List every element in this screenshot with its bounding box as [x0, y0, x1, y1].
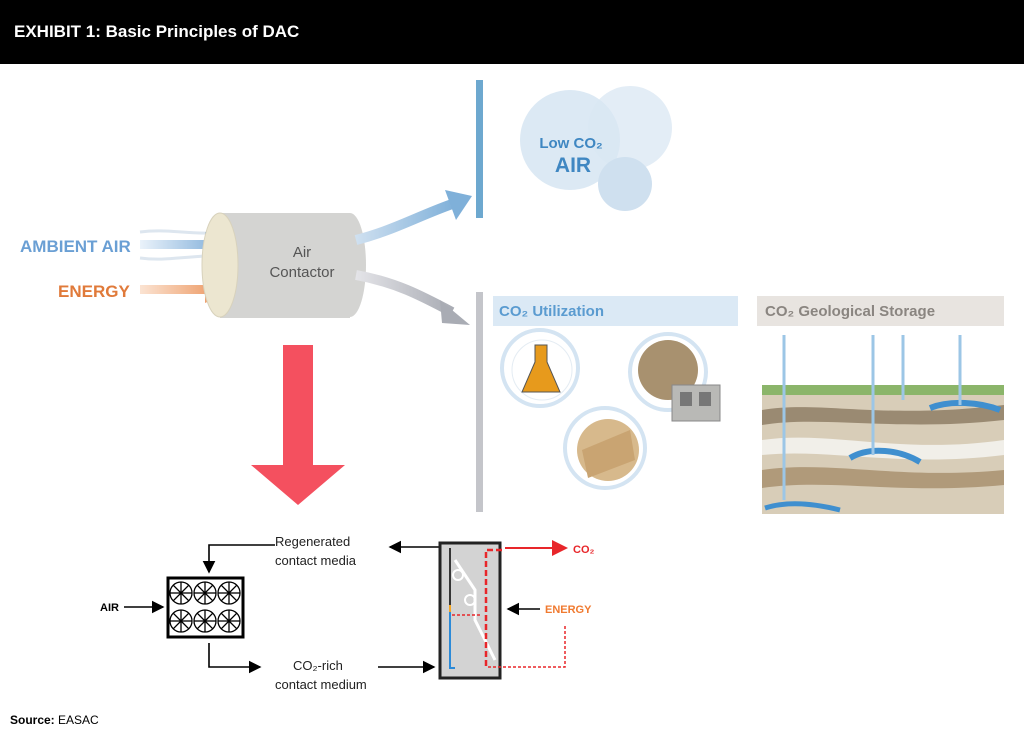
title-bar: EXHIBIT 1: Basic Principles of DAC	[0, 0, 1024, 64]
air-input-label: AIR	[100, 602, 119, 614]
wheel-spoke	[228, 612, 238, 622]
wheel-spoke	[196, 592, 206, 602]
contactor-label-1: Air	[293, 244, 311, 261]
regenerated-label-1: Regenerated	[275, 534, 350, 549]
wheel-spoke	[220, 584, 230, 594]
low-co2-air-bubbles: Low CO₂ AIR	[520, 86, 672, 211]
wheel-spoke	[228, 584, 238, 594]
wheel-spoke	[172, 620, 182, 630]
source-value: EASAC	[58, 713, 99, 727]
regenerator-box	[438, 541, 505, 680]
wheel-spoke	[204, 612, 214, 622]
wheel-spoke	[204, 620, 214, 630]
energy-input-label: ENERGY	[545, 604, 592, 616]
wheel-spoke	[204, 584, 214, 594]
co2-rich-label-2: contact medium	[275, 677, 367, 692]
process-schematic: AIR Regenerated contact media CO₂-rich c…	[100, 534, 595, 692]
regenerated-label-2: contact media	[275, 553, 357, 568]
wheel-spoke	[196, 620, 206, 630]
co2-geological-storage-panel: CO₂ Geological Storage	[757, 296, 1004, 514]
wheel-spoke	[220, 592, 230, 602]
co2-flow-arrow	[355, 270, 455, 317]
source-note: Source: EASAC	[10, 713, 99, 727]
wheel-spoke	[220, 612, 230, 622]
co2-utilization-panel: CO₂ Utilization	[493, 296, 738, 490]
storage-title: CO₂ Geological Storage	[765, 303, 935, 320]
co2-output-label: CO₂	[573, 544, 595, 556]
source-label: Source:	[10, 713, 55, 727]
wheel-spoke	[172, 584, 182, 594]
utilization-title: CO₂ Utilization	[499, 303, 604, 320]
low-co2-label: Low CO₂	[539, 135, 602, 152]
wheel-spoke	[180, 612, 190, 622]
wheel-spoke	[180, 584, 190, 594]
wheel-spoke	[196, 584, 206, 594]
chemicals-flask-icon	[500, 328, 580, 408]
wood-panels-icon	[563, 406, 647, 490]
wheel-spoke	[172, 612, 182, 622]
low-co2-divider	[476, 80, 483, 218]
co2-divider	[476, 292, 483, 512]
low-co2-flow-arrow	[354, 198, 457, 245]
wheel-spoke	[220, 620, 230, 630]
arrowhead-icon	[440, 300, 470, 325]
wheel-spoke	[180, 592, 190, 602]
wheel-spoke	[180, 620, 190, 630]
air-label: AIR	[555, 154, 591, 177]
contactor-label-2: Contactor	[269, 264, 334, 281]
wheel-spoke	[204, 592, 214, 602]
ambient-air-label: AMBIENT AIR	[20, 237, 131, 256]
wheel-spoke	[228, 592, 238, 602]
wheel-spoke	[196, 612, 206, 622]
process-down-arrow-icon	[251, 345, 345, 505]
co2-rich-label-1: CO₂-rich	[293, 658, 343, 673]
wheel-spoke	[172, 592, 182, 602]
exhibit-title: EXHIBIT 1: Basic Principles of DAC	[14, 22, 300, 41]
air-contactor: Air Contactor	[201, 212, 366, 318]
energy-label: ENERGY	[58, 282, 130, 301]
wheel-spoke	[228, 620, 238, 630]
arrowhead-icon	[445, 190, 472, 220]
concrete-block-icon	[628, 332, 721, 422]
contactor-wheels-box	[166, 576, 245, 639]
